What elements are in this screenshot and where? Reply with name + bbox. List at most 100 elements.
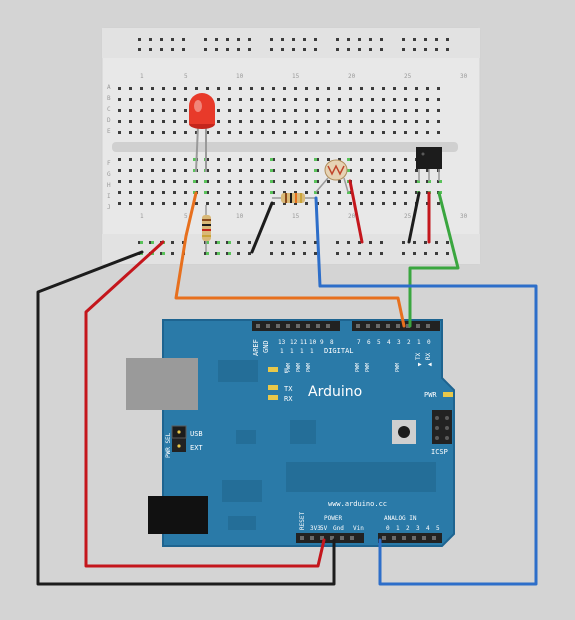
column-number: 15 (292, 213, 300, 220)
power-pin-label: Gnd (333, 525, 344, 532)
breadboard-hole (349, 191, 352, 194)
breadboard-hole (402, 38, 405, 41)
digital-pin-label: 4 (387, 339, 391, 346)
breadboard-hole (336, 38, 339, 41)
breadboard-hole (426, 191, 429, 194)
column-number: 25 (404, 73, 412, 80)
breadboard-hole (160, 48, 163, 51)
breadboard-hole (204, 48, 207, 51)
breadboard-hole (382, 87, 385, 90)
icsp-label: ICSP (431, 448, 448, 456)
breadboard-hole (162, 158, 165, 161)
breadboard-hole (272, 87, 275, 90)
breadboard-hole (294, 169, 297, 172)
breadboard-hole (140, 120, 143, 123)
breadboard-hole (272, 191, 275, 194)
breadboard-hole (327, 109, 330, 112)
breadboard-hole (402, 241, 405, 244)
breadboard-hole (316, 191, 319, 194)
breadboard-hole (415, 109, 418, 112)
breadboard-hole (239, 131, 242, 134)
breadboard-hole (239, 98, 242, 101)
breadboard-hole (184, 120, 187, 123)
header-pin (376, 324, 380, 328)
usb-label: USB (190, 430, 203, 438)
breadboard-hole (270, 252, 273, 255)
breadboard-hole (162, 98, 165, 101)
breadboard-hole (426, 98, 429, 101)
breadboard-hole (217, 169, 220, 172)
breadboard-hole (129, 87, 132, 90)
digital-pin-high: 1 (290, 348, 294, 355)
breadboard-hole (237, 241, 240, 244)
red-led (189, 93, 215, 173)
breadboard-hole (206, 191, 209, 194)
breadboard-hole (184, 180, 187, 183)
header-pin (330, 536, 334, 540)
breadboard-hole (281, 252, 284, 255)
breadboard-hole (283, 191, 286, 194)
breadboard-hole (327, 131, 330, 134)
pwm-label: PWM (296, 363, 302, 372)
breadboard-hole (237, 48, 240, 51)
breadboard-hole (294, 202, 297, 205)
breadboard-hole (347, 38, 350, 41)
breadboard-hole (404, 98, 407, 101)
breadboard-hole (371, 131, 374, 134)
breadboard-hole (184, 158, 187, 161)
row-letter: G (107, 171, 111, 178)
breadboard-hole (437, 120, 440, 123)
breadboard-hole (206, 87, 209, 90)
breadboard-hole (415, 191, 418, 194)
breadboard-hole (424, 241, 427, 244)
header-pin (276, 324, 280, 328)
breadboard-hole (316, 180, 319, 183)
breadboard-hole (228, 180, 231, 183)
breadboard-hole (151, 180, 154, 183)
breadboard-hole (327, 202, 330, 205)
breadboard-hole (404, 169, 407, 172)
breadboard-hole (226, 38, 229, 41)
breadboard-hole (283, 202, 286, 205)
breadboard-hole (316, 98, 319, 101)
header-pin (256, 324, 260, 328)
breadboard-hole (239, 191, 242, 194)
breadboard-hole (446, 241, 449, 244)
breadboard-hole (261, 191, 264, 194)
arduino-logo: Arduino (308, 384, 362, 400)
breadboard-hole (195, 180, 198, 183)
row-letter: E (107, 128, 111, 135)
digital-pin-label: 8 (330, 339, 334, 346)
breadboard-hole (140, 98, 143, 101)
reset-button-cap[interactable] (398, 426, 410, 438)
breadboard-hole (437, 98, 440, 101)
breadboard-hole (380, 38, 383, 41)
black-ground-wire (36, 250, 336, 586)
digital-pin-label: 0 (427, 339, 431, 346)
breadboard-hole (160, 38, 163, 41)
power-pin-label: Vin (353, 525, 364, 532)
breadboard-hole (371, 120, 374, 123)
breadboard-hole (250, 169, 253, 172)
breadboard-hole (446, 252, 449, 255)
header-pin (416, 324, 420, 328)
breadboard-hole (314, 38, 317, 41)
pwr-label: PWR (424, 391, 437, 399)
breadboard-hole (151, 98, 154, 101)
breadboard-hole (371, 191, 374, 194)
breadboard-hole (294, 191, 297, 194)
breadboard-hole (393, 169, 396, 172)
breadboard-hole (217, 180, 220, 183)
digital-pin-label: 13 (278, 339, 286, 346)
breadboard-hole (151, 131, 154, 134)
header-pin (366, 324, 370, 328)
breadboard-hole (393, 180, 396, 183)
breadboard-hole (228, 87, 231, 90)
breadboard-hole (426, 120, 429, 123)
breadboard-hole (162, 191, 165, 194)
breadboard-hole (195, 202, 198, 205)
breadboard-hole (426, 131, 429, 134)
breadboard-hole (149, 241, 152, 244)
breadboard-hole (118, 120, 121, 123)
breadboard-hole (305, 191, 308, 194)
